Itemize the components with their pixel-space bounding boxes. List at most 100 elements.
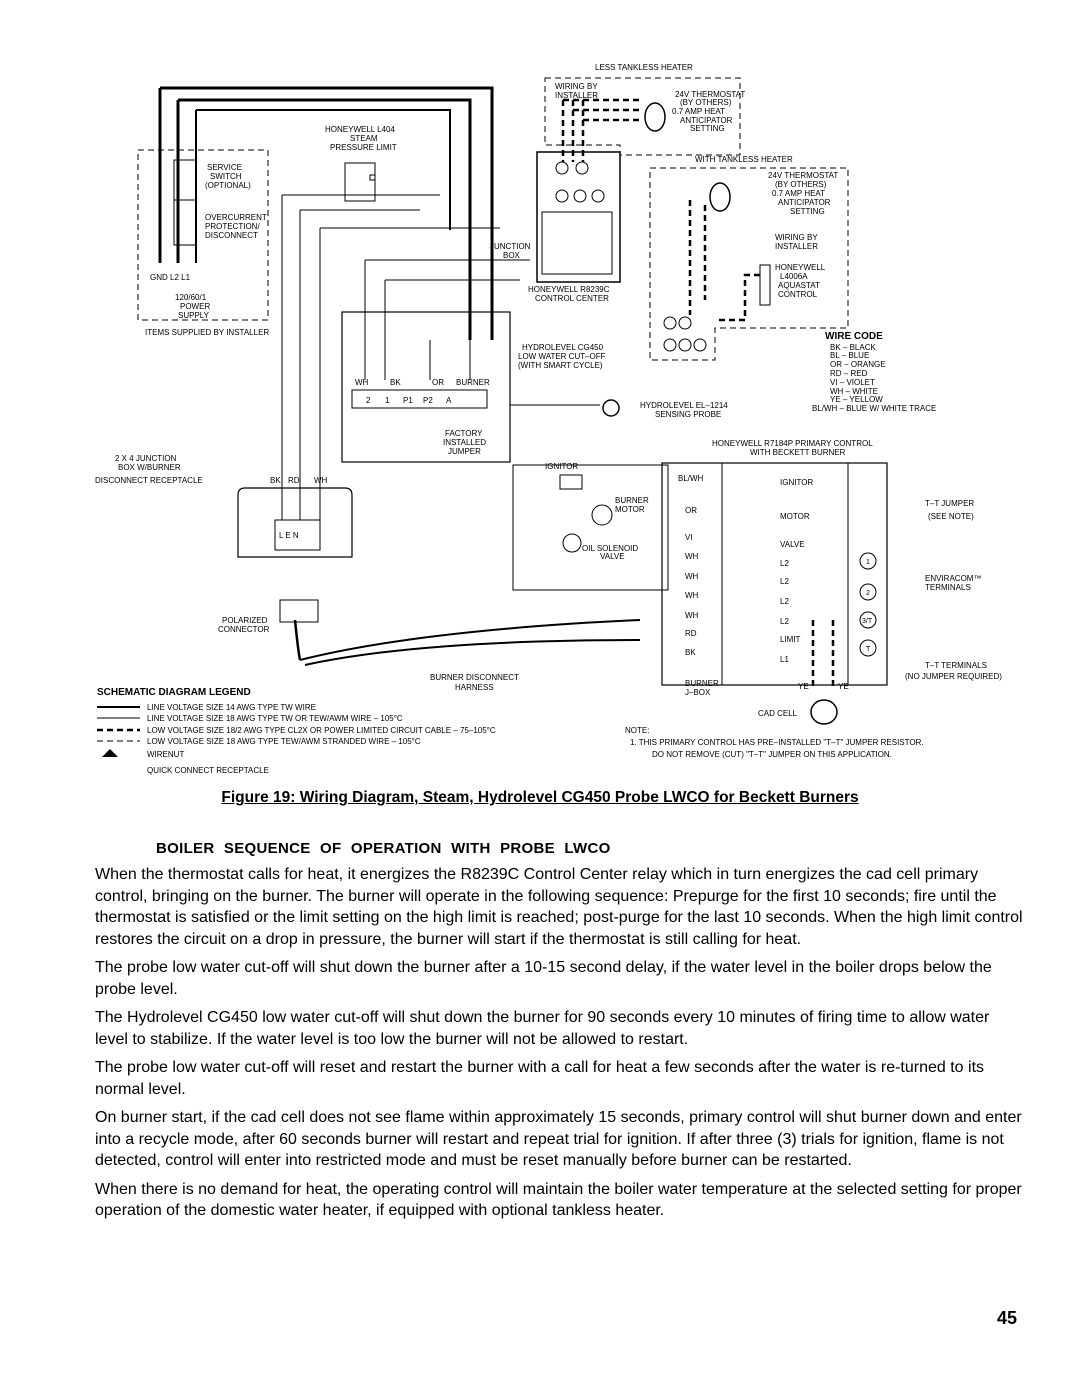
thermostat2-line-4: ANTICIPATOR <box>778 198 831 207</box>
legend-5: WIRENUT <box>147 750 184 759</box>
wire-wh: WH <box>314 476 328 485</box>
enviracom-term-4: T <box>866 646 871 653</box>
cg450-wire-wh: WH <box>355 378 369 387</box>
cg450-1: HYDROLEVEL CG450 <box>522 343 604 352</box>
factory-jumper-1: FACTORY <box>445 429 483 438</box>
thermostat-line-1: 24V THERMOSTAT <box>675 90 745 99</box>
legend-3: LOW VOLTAGE SIZE 18/2 AWG TYPE CL2X OR P… <box>147 726 496 735</box>
overcurrent-3: DISCONNECT <box>205 231 258 240</box>
cg450-wire-or: OR <box>432 378 444 387</box>
factory-jumper-2: INSTALLED <box>443 438 486 447</box>
polarized-2: CONNECTOR <box>218 625 270 634</box>
cg450-2: LOW WATER CUT–OFF <box>518 352 606 361</box>
power-supply-2: POWER <box>180 302 210 311</box>
legend-4: LOW VOLTAGE SIZE 18 AWG TYPE TEW/AWM STR… <box>147 737 421 746</box>
cg450-wire-burner: BURNER <box>456 378 490 387</box>
burner-jbox-2: J–BOX <box>685 688 711 697</box>
legend-1: LINE VOLTAGE SIZE 14 AWG TYPE TW WIRE <box>147 703 316 712</box>
junction-2x4-1: 2 X 4 JUNCTION <box>115 454 177 463</box>
junction-box-1: JUNCTION <box>490 242 531 251</box>
paragraph: When the thermostat calls for heat, it e… <box>95 866 1023 948</box>
wire-code-6: WH – WHITE <box>830 387 878 396</box>
overcurrent-1: OVERCURRENT <box>205 213 267 222</box>
thermostat-line-5: SETTING <box>690 124 725 133</box>
polarized-1: POLARIZED <box>222 616 268 625</box>
len-label: L E N <box>279 531 299 540</box>
paragraph: The probe low water cut-off will reset a… <box>95 1059 985 1098</box>
items-supplied-label: ITEMS SUPPLIED BY INSTALLER <box>145 328 269 337</box>
left-wire-8: RD <box>685 629 697 638</box>
right-term-4: L2 <box>780 559 789 568</box>
legend-2: LINE VOLTAGE SIZE 18 AWG TYPE TW OR TEW/… <box>147 714 403 723</box>
burner-motor-1: BURNER <box>615 496 649 505</box>
cad-cell-label: CAD CELL <box>758 709 798 718</box>
less-tankless-label: LESS TANKLESS HEATER <box>595 63 693 72</box>
wire-code-2: BL – BLUE <box>830 351 869 360</box>
left-wire-1: BL/WH <box>678 474 704 483</box>
right-term-2: MOTOR <box>780 512 810 521</box>
paragraph: The Hydrolevel CG450 low water cut-off w… <box>95 1009 990 1048</box>
l4006a-1: HONEYWELL <box>775 263 826 272</box>
r7184p-1: HONEYWELL R7184P PRIMARY CONTROL <box>712 439 873 448</box>
r8239c-1: HONEYWELL R8239C <box>528 285 610 294</box>
thermostat2-line-3: 0.7 AMP HEAT <box>772 189 825 198</box>
left-wire-3: VI <box>685 533 693 542</box>
thermostat2-line-2: (BY OTHERS) <box>775 180 827 189</box>
r8239c-2: CONTROL CENTER <box>535 294 609 303</box>
overcurrent-2: PROTECTION/ <box>205 222 260 231</box>
wire-code-7: YE – YELLOW <box>830 395 883 404</box>
cg450-terminal-p2: P2 <box>423 396 433 405</box>
harness-2: HARNESS <box>455 683 494 692</box>
wire-bk: BK <box>270 476 281 485</box>
thermostat-line-2: (BY OTHERS) <box>680 98 732 107</box>
enviracom-term-3: 3/T <box>862 618 873 625</box>
wire-code-1: BK – BLACK <box>830 343 876 352</box>
right-term-7: L2 <box>780 617 789 626</box>
cg450-wire-bk: BK <box>390 378 401 387</box>
thermostat-line-3: 0.7 AMP HEAT <box>672 107 725 116</box>
thermostat2-line-5: SETTING <box>790 207 825 216</box>
tt-terminals-2: (NO JUMPER REQUIRED) <box>905 672 1002 681</box>
oil-solenoid-1: OIL SOLENOID <box>582 544 638 553</box>
enviracom-term-1: 1 <box>866 559 870 566</box>
left-wire-9: BK <box>685 648 696 657</box>
legend-6: QUICK CONNECT RECEPTACLE <box>147 766 269 775</box>
figure-caption: Figure 19: Wiring Diagram, Steam, Hydrol… <box>221 789 859 806</box>
junction-2x4-2: BOX W/BURNER <box>118 463 181 472</box>
tt-terminals-1: T–T TERMINALS <box>925 661 987 670</box>
wiring-by-installer-4: INSTALLER <box>775 242 818 251</box>
wire-code-5: VI – VIOLET <box>830 378 875 387</box>
note-2: 1. THIS PRIMARY CONTROL HAS PRE–INSTALLE… <box>630 738 924 747</box>
l404-line-3: PRESSURE LIMIT <box>330 143 397 152</box>
junction-box-2: BOX <box>503 251 521 260</box>
left-wire-5: WH <box>685 572 699 581</box>
oil-solenoid-2: VALVE <box>600 552 625 561</box>
note-3: DO NOT REMOVE (CUT) "T–T" JUMPER ON THIS… <box>652 750 892 759</box>
service-switch-3: (OPTIONAL) <box>205 181 251 190</box>
left-wire-7: WH <box>685 611 699 620</box>
thermostat-line-4: ANTICIPATOR <box>680 116 733 125</box>
paragraph: On burner start, if the cad cell does no… <box>95 1109 1022 1169</box>
cg450-terminal-p1: P1 <box>403 396 413 405</box>
with-tankless-label: WITH TANKLESS HEATER <box>695 155 793 164</box>
wire-rd: RD <box>288 476 300 485</box>
enviracom-term-2: 2 <box>866 590 870 597</box>
el1214-2: SENSING PROBE <box>655 410 721 419</box>
power-supply-1: 120/60/1 <box>175 293 207 302</box>
right-term-9: L1 <box>780 655 789 664</box>
note-1: NOTE: <box>625 726 649 735</box>
wire-code-title: WIRE CODE <box>825 331 883 342</box>
r7184p-2: WITH BECKETT BURNER <box>750 448 846 457</box>
cg450-3: (WITH SMART CYCLE) <box>518 361 603 370</box>
body-text: When the thermostat calls for heat, it e… <box>95 864 1025 1229</box>
power-supply-3: SUPPLY <box>178 311 210 320</box>
paragraph: The probe low water cut-off will shut do… <box>95 959 992 998</box>
right-term-5: L2 <box>780 577 789 586</box>
thermostat2-line-1: 24V THERMOSTAT <box>768 171 838 180</box>
legend-title: SCHEMATIC DIAGRAM LEGEND <box>97 687 251 698</box>
ye-label-right: YE <box>838 682 849 691</box>
cg450-terminal-a: A <box>446 396 452 405</box>
factory-jumper-3: JUMPER <box>448 447 481 456</box>
wiring-by-installer-3: WIRING BY <box>775 233 818 242</box>
gnd-label: GND L2 L1 <box>150 273 191 282</box>
